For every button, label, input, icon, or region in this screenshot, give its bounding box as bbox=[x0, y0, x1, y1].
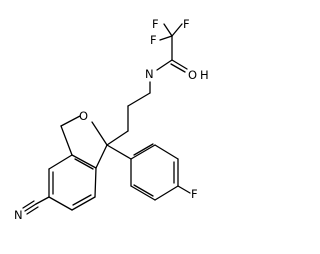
bond-nitrile-triple-2 bbox=[22, 200, 35, 209]
bond-quaternary-c-aryl bbox=[106, 144, 132, 160]
bond-quaternary-c-aromatic bbox=[95, 144, 108, 169]
bond-c-f-top-right bbox=[171, 23, 183, 37]
bond-c-f-top-left bbox=[163, 23, 173, 37]
molecule-structure-diagram: F F F N O H O N F bbox=[14, 17, 209, 222]
bond-benz-1-inner bbox=[74, 158, 94, 170]
bond-aromatic-nitrile-c bbox=[35, 196, 50, 205]
bond-benz-4 bbox=[48, 196, 73, 211]
atom-label-amide-h: H bbox=[200, 68, 209, 82]
atom-label-ring-o: O bbox=[79, 109, 88, 123]
bond-aryl-1 bbox=[130, 144, 156, 160]
bond-nitrile-triple-3 bbox=[26, 206, 39, 215]
atom-label-amide-o: O bbox=[188, 68, 197, 82]
bond-layer bbox=[22, 23, 191, 215]
bond-aryl-fluorine bbox=[177, 185, 191, 194]
atom-label-layer: F F F N O H O N F bbox=[14, 17, 209, 222]
bond-ring-o-ch2 bbox=[60, 115, 81, 127]
bond-aryl-5-inner bbox=[133, 184, 154, 197]
bond-aryl-4 bbox=[154, 185, 179, 201]
bond-benz-3 bbox=[71, 196, 96, 211]
bond-carbonyl-o-2 bbox=[170, 63, 186, 73]
bond-benz-2 bbox=[94, 167, 97, 198]
bond-quaternary-c-ring-o bbox=[91, 121, 108, 146]
bond-benz-1 bbox=[71, 154, 97, 169]
atom-label-f-top-right: F bbox=[183, 17, 190, 31]
bond-chain3-quaternary-c bbox=[106, 130, 129, 146]
bond-benz-6 bbox=[48, 154, 73, 170]
atom-label-f-left: F bbox=[150, 33, 157, 47]
atom-label-f-top-left: F bbox=[152, 17, 159, 31]
bond-c-f-left bbox=[159, 35, 173, 41]
bond-carbonyl-n bbox=[156, 59, 173, 71]
atom-label-aryl-f: F bbox=[191, 187, 198, 201]
molecule-svg: F F F N O H O N F bbox=[14, 17, 209, 222]
bond-aryl-2 bbox=[154, 144, 179, 160]
bond-aryl-1-inner bbox=[133, 143, 154, 156]
bond-aryl-5 bbox=[130, 185, 156, 201]
bond-chain1-chain2 bbox=[127, 92, 151, 107]
bond-carbonyl-o-1 bbox=[171, 59, 188, 70]
atom-label-nitrile-n: N bbox=[14, 208, 23, 222]
atom-label-amide-n: N bbox=[145, 67, 154, 81]
bond-ch2-aromatic bbox=[60, 125, 73, 156]
bond-nitrile-triple-1 bbox=[24, 203, 37, 212]
bond-benz-3-inner bbox=[72, 194, 92, 206]
